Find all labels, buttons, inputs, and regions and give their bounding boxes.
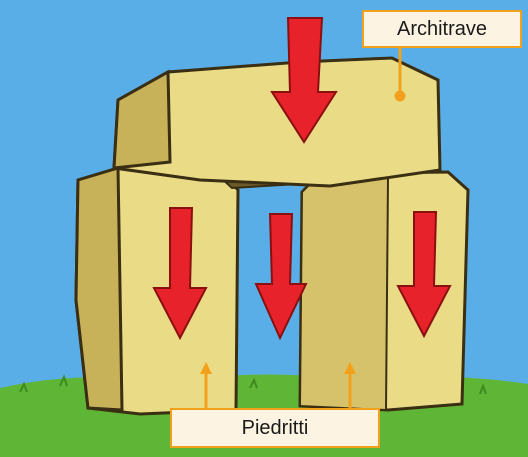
piedritti-label-text: Piedritti [241,416,309,439]
piedritti-label: Piedritti [170,408,380,448]
left-pillar-shadow [74,165,124,412]
leader-line-piedritti [200,362,356,408]
arrow-down-icon [396,211,452,339]
architrave-stone [112,56,442,188]
architrave-label: Architrave [362,10,522,48]
architrave-side [112,69,172,170]
arrow-down-icon [152,207,208,341]
right-pillar-shadow [298,172,390,412]
arrow-down-icon [270,17,338,144]
arrow-down-icon [254,213,308,341]
architrave-label-text: Architrave [396,17,488,40]
leader-line-architrave [394,48,406,102]
